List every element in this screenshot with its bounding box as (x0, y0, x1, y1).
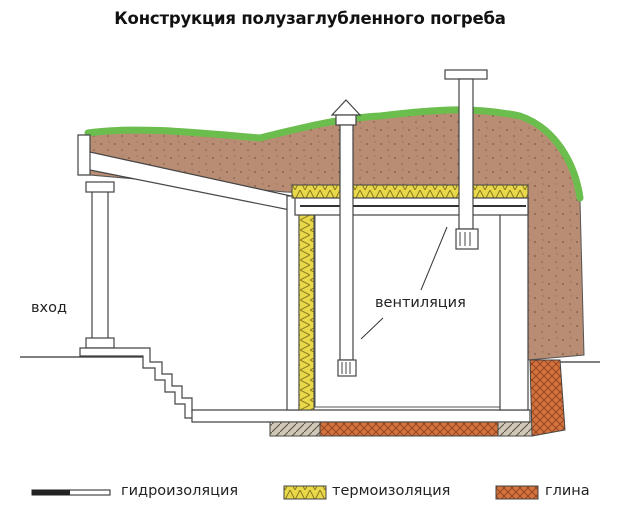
diagram-title: Конструкция полузаглубленного погреба (114, 9, 506, 28)
ventilation-pointer-left (360, 317, 384, 340)
legend-clay-label: глина (545, 483, 590, 499)
supply-vent-top (335, 114, 357, 126)
gravel-right (497, 421, 533, 437)
legend-waterproofing-label: гидроизоляция (121, 483, 239, 499)
roof-insulation (291, 184, 529, 199)
entrance-label: вход (31, 300, 68, 316)
supply-vent-outlet (337, 359, 357, 377)
left-wall-insulation (298, 214, 315, 411)
stairs (79, 347, 206, 419)
right-wall (499, 199, 529, 411)
supply-vent-cap (330, 99, 362, 116)
floor-slab (191, 409, 531, 423)
ventilation-pointer-right (420, 226, 448, 291)
exhaust-vent-pipe (458, 78, 474, 230)
entrance-column-cap (85, 181, 115, 193)
entrance-roof-edge (77, 134, 91, 176)
clay-side-wall (529, 359, 566, 437)
left-wall (286, 195, 300, 411)
ventilation-label: вентиляция (375, 295, 466, 311)
exhaust-vent-outlet (455, 228, 479, 250)
legend-clay-swatch (495, 485, 539, 500)
grass-line (84, 106, 584, 202)
gravel-left (269, 421, 321, 437)
exhaust-vent-cap (444, 69, 488, 80)
legend-insulation-swatch (283, 485, 327, 500)
supply-vent-pipe (339, 124, 354, 361)
legend-waterproofing-swatch (31, 489, 111, 496)
entrance-column (91, 189, 109, 341)
legend-insulation-label: термоизоляция (332, 483, 451, 499)
entrance-column-base (85, 337, 115, 349)
